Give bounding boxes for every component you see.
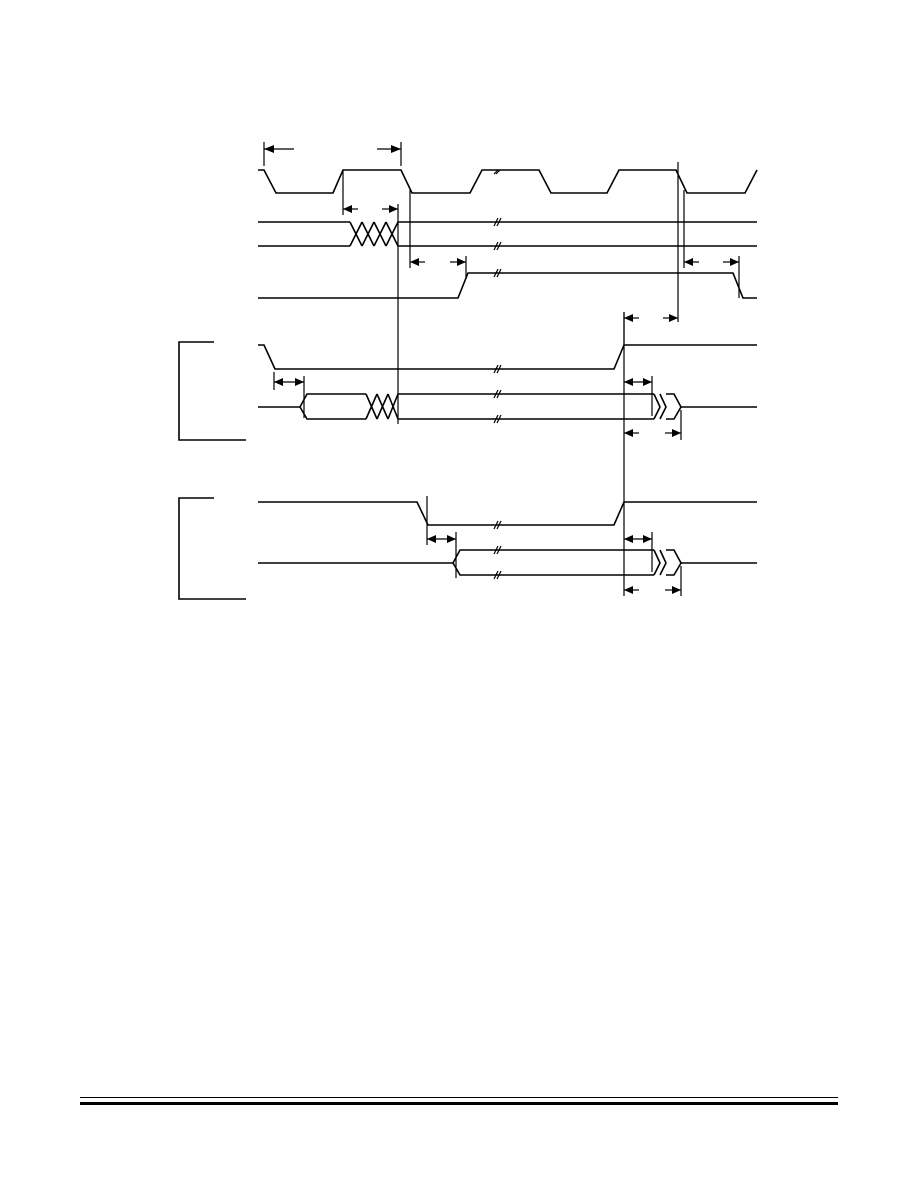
address-setup-dimension xyxy=(342,170,398,215)
group-2-hold-dimension xyxy=(624,532,653,572)
group-1-rise-dimension xyxy=(623,312,678,345)
clock-period-dimension xyxy=(263,142,402,166)
group-1-data-waveform xyxy=(258,389,757,424)
clock-waveform xyxy=(258,169,758,194)
group-2-float-dimension xyxy=(624,566,682,596)
footer-rule-thin xyxy=(80,1097,838,1098)
group-2-data-waveform xyxy=(258,545,757,580)
group-2-strobe-waveform xyxy=(258,501,757,530)
strobe-waveform xyxy=(258,268,757,299)
footer-rule-thick xyxy=(80,1102,838,1105)
address-bus-waveform xyxy=(258,217,757,251)
group-2-bracket xyxy=(178,497,246,600)
group-1-hold-dimension xyxy=(624,376,653,416)
group-1-strobe-waveform xyxy=(258,344,757,374)
group-1-enable-dimension xyxy=(273,372,305,418)
group-2-enable-dimension xyxy=(426,496,457,578)
group-1-bracket xyxy=(178,341,246,441)
group-1-float-dimension xyxy=(624,410,682,440)
strobe-end-dimension xyxy=(683,190,740,298)
strobe-delay-dimension xyxy=(409,190,467,278)
